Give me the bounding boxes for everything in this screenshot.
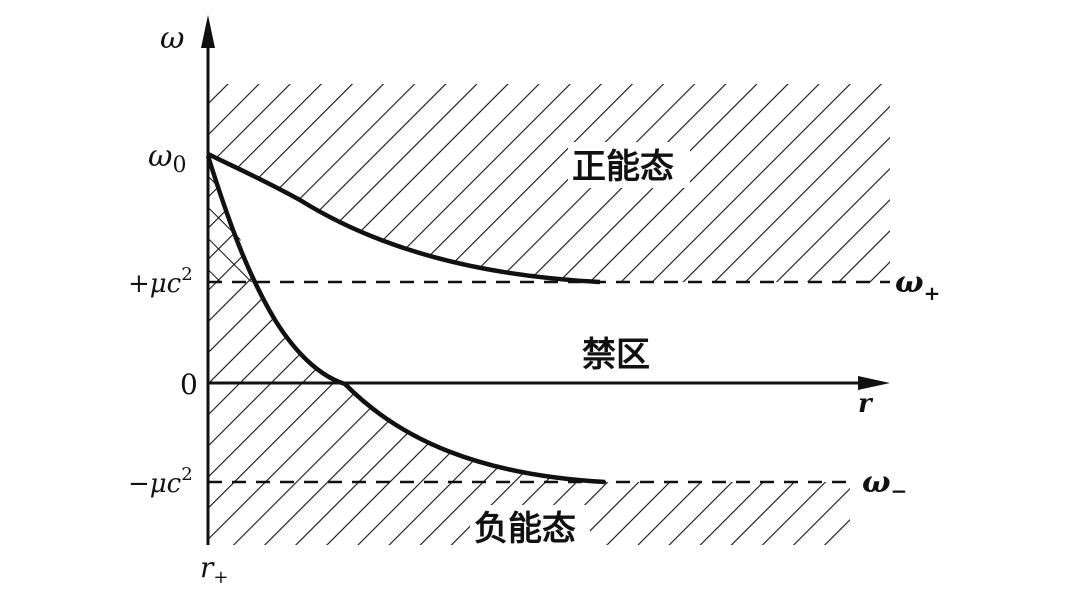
forbidden-zone-label: 禁区: [582, 335, 650, 375]
positive-energy-label: 正能态: [572, 147, 674, 187]
positive-energy-region: [208, 84, 890, 282]
x-axis-label: r: [858, 389, 874, 419]
omega-plus-label: ω+: [895, 265, 940, 305]
positive-label-bg: [568, 142, 690, 188]
minus-mc2-label: −μc2: [128, 464, 193, 499]
y-axis-arrow-icon: [201, 15, 215, 48]
x-axis-arrow-icon: [858, 376, 890, 390]
omega-minus-label: ω−: [862, 465, 907, 503]
omega-plus-curve: [206, 151, 601, 285]
negative-energy-region: [208, 160, 850, 545]
zero-label: 0: [180, 368, 198, 401]
r-plus-label: r+: [200, 551, 228, 588]
negative-energy-label: 负能态: [474, 509, 576, 549]
overlap-region: [208, 160, 262, 282]
y-axis-label: ω: [160, 21, 184, 56]
omega-minus-curve: [205, 155, 606, 485]
omega0-label: ω0: [148, 139, 186, 178]
plus-mc2-label: +μc2: [128, 264, 193, 299]
negative-label-bg: [470, 505, 590, 547]
